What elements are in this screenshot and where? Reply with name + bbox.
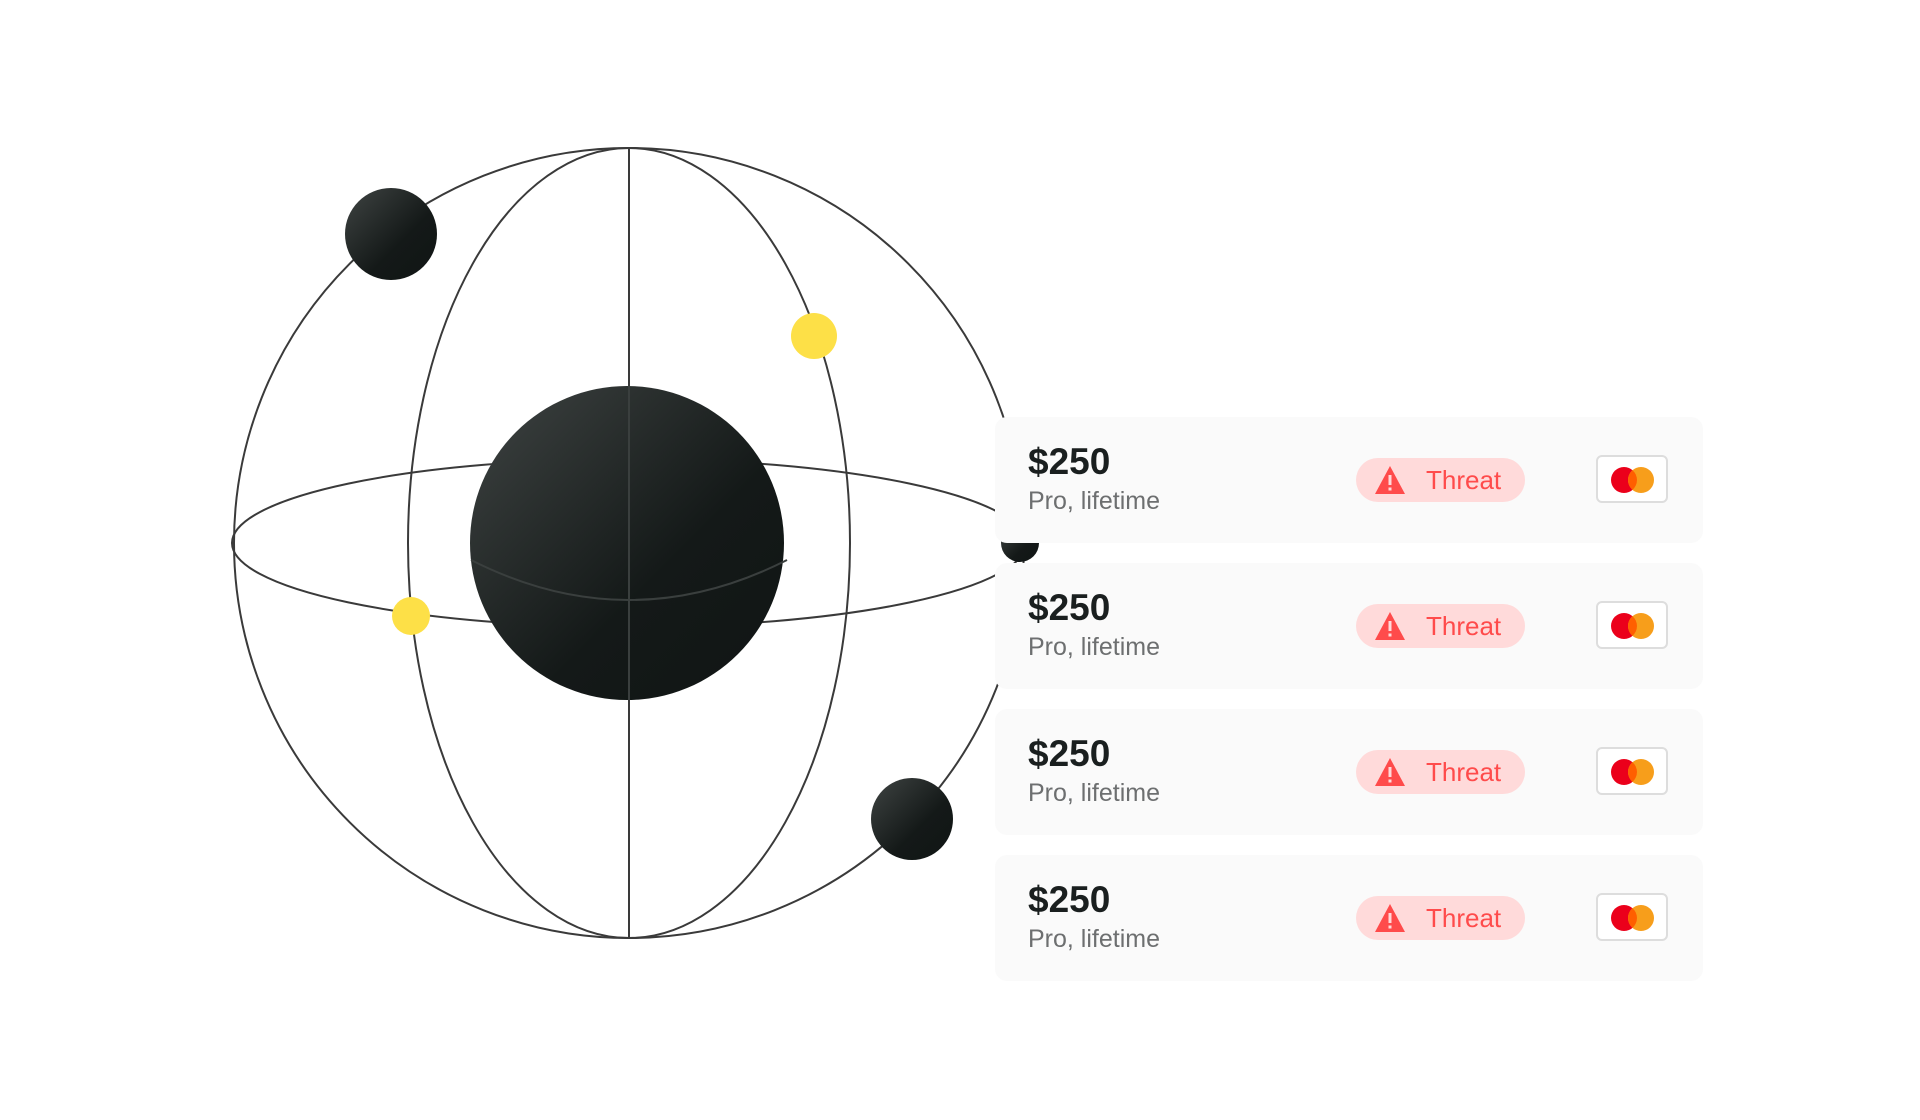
transaction-plan: Pro, lifetime bbox=[1028, 633, 1160, 661]
transaction-card[interactable]: $250 Pro, lifetime Threat bbox=[995, 417, 1703, 543]
mastercard-icon bbox=[1611, 467, 1654, 493]
transaction-amount: $250 bbox=[1028, 733, 1111, 774]
dark-moon-bottom-right bbox=[871, 778, 953, 860]
payment-method bbox=[1596, 601, 1668, 649]
status-label: Threat bbox=[1426, 902, 1502, 933]
payment-method bbox=[1596, 747, 1668, 795]
yellow-moon-top bbox=[791, 313, 837, 359]
transaction-plan: Pro, lifetime bbox=[1028, 487, 1160, 515]
status-label: Threat bbox=[1426, 756, 1502, 787]
status-label: Threat bbox=[1426, 464, 1502, 495]
status-badge: Threat bbox=[1356, 458, 1525, 502]
mastercard-icon bbox=[1611, 905, 1654, 931]
warning-triangle-icon bbox=[1375, 466, 1405, 494]
transaction-amount: $250 bbox=[1028, 879, 1111, 920]
mastercard-icon bbox=[1611, 613, 1654, 639]
transaction-plan: Pro, lifetime bbox=[1028, 925, 1160, 953]
warning-triangle-icon bbox=[1375, 612, 1405, 640]
dark-moon-top-left bbox=[345, 188, 437, 280]
transaction-card[interactable]: $250 Pro, lifetime Threat bbox=[995, 709, 1703, 835]
equator-over-planet bbox=[470, 559, 788, 601]
transaction-amount: $250 bbox=[1028, 441, 1111, 482]
status-badge: Threat bbox=[1356, 750, 1525, 794]
warning-triangle-icon bbox=[1375, 904, 1405, 932]
yellow-moon-left bbox=[392, 597, 430, 635]
mastercard-icon bbox=[1611, 759, 1654, 785]
transaction-card[interactable]: $250 Pro, lifetime Threat bbox=[995, 563, 1703, 689]
transaction-plan: Pro, lifetime bbox=[1028, 779, 1160, 807]
transaction-card[interactable]: $250 Pro, lifetime Threat bbox=[995, 855, 1703, 981]
status-label: Threat bbox=[1426, 610, 1502, 641]
payment-method bbox=[1596, 893, 1668, 941]
central-planet bbox=[470, 386, 784, 700]
warning-triangle-icon bbox=[1375, 758, 1405, 786]
payment-method bbox=[1596, 455, 1668, 503]
transaction-amount: $250 bbox=[1028, 587, 1111, 628]
status-badge: Threat bbox=[1356, 604, 1525, 648]
status-badge: Threat bbox=[1356, 896, 1525, 940]
